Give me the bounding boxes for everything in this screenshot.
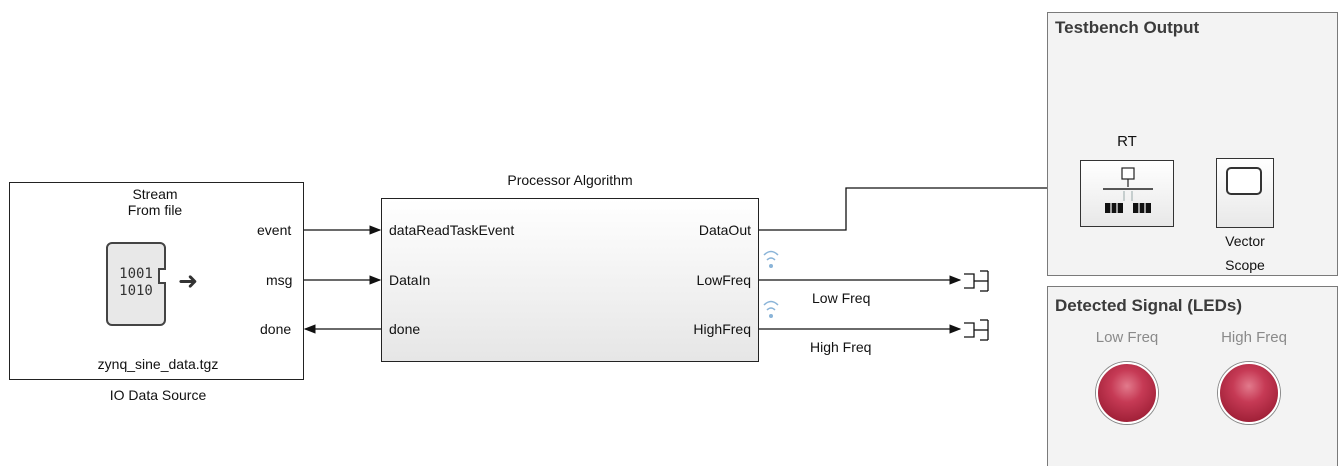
sd-card-icon: 1001 1010	[106, 242, 166, 326]
processor-title: Processor Algorithm	[507, 172, 633, 188]
input-port-datareadtaskevent: dataReadTaskEvent	[389, 222, 515, 238]
detected-signal-title: Detected Signal (LEDs)	[1055, 296, 1243, 315]
output-port-dataout: DataOut	[698, 222, 751, 238]
port-label-event: event	[257, 222, 292, 238]
input-port-datain: DataIn	[389, 272, 431, 288]
scope-label-line2: Scope	[1225, 257, 1265, 273]
testbench-output-title: Testbench Output	[1055, 18, 1200, 37]
output-port-highfreq: HighFreq	[693, 321, 751, 337]
detected-signal-panel[interactable]	[1047, 286, 1338, 466]
led-low-freq[interactable]	[1096, 362, 1158, 424]
port-label-msg: msg	[266, 272, 293, 288]
output-port-lowfreq: LowFreq	[696, 272, 751, 288]
wireless-icon-high	[763, 300, 779, 318]
signal-label-high-freq: High Freq	[810, 339, 872, 355]
source-title-line1: Stream	[132, 186, 178, 202]
source-caption: IO Data Source	[109, 387, 207, 403]
wireless-icon-low	[763, 250, 779, 268]
right-arrow-icon: ➜	[178, 268, 199, 295]
processor-algorithm-block[interactable]	[381, 198, 759, 362]
port-label-done: done	[260, 321, 292, 337]
rt-label: RT	[1117, 133, 1137, 150]
rate-transition-icon	[1103, 167, 1153, 213]
source-title-line2: From file	[127, 202, 183, 218]
card-bits-line2: 1010	[119, 283, 153, 299]
rate-transition-block[interactable]	[1080, 160, 1174, 227]
input-port-done: done	[389, 321, 421, 337]
led-label-high-freq: High Freq	[1221, 329, 1287, 346]
scope-label-line1: Vector	[1225, 233, 1265, 249]
terminator-low[interactable]	[964, 270, 989, 292]
card-bits-line1: 1001	[119, 266, 153, 282]
wire-dataout[interactable]	[759, 183, 1081, 231]
led-label-low-freq: Low Freq	[1095, 329, 1159, 346]
vector-scope-block[interactable]	[1216, 158, 1274, 228]
testbench-output-panel[interactable]	[1047, 12, 1338, 276]
scope-screen-icon	[1226, 167, 1262, 195]
led-high-freq[interactable]	[1218, 362, 1280, 424]
terminator-high[interactable]	[964, 319, 989, 341]
signal-label-low-freq: Low Freq	[812, 290, 871, 306]
source-filename: zynq_sine_data.tgz	[97, 356, 219, 372]
